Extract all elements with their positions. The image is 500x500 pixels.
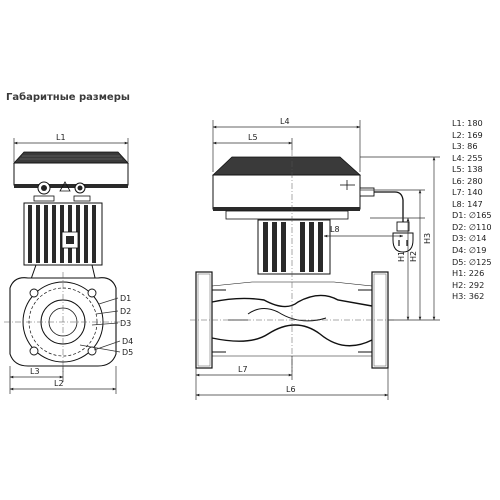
warning-triangle-icon bbox=[59, 181, 71, 192]
dim-label-l7: L7 bbox=[238, 365, 248, 374]
controller-box-front bbox=[211, 156, 362, 220]
spec-h2: H2: 292 bbox=[452, 279, 485, 290]
dim-label-l1: L1 bbox=[56, 133, 66, 142]
dim-label-d3: D3 bbox=[120, 319, 131, 328]
cable-gland-icon bbox=[74, 182, 86, 194]
spec-h3: H3: 362 bbox=[452, 291, 485, 302]
spec-l7: L7: 140 bbox=[452, 187, 483, 198]
spec-l2: L2: 169 bbox=[452, 129, 483, 140]
spec-h1: H1: 226 bbox=[452, 268, 485, 279]
dimension-spec-list: L1: 180 L2: 169 L3: 86 L4: 255 L5: 138 L… bbox=[452, 118, 492, 303]
dim-label-d5: D5 bbox=[122, 348, 133, 357]
spec-d2: D2: ∅110 bbox=[452, 221, 492, 232]
controller-box bbox=[13, 151, 129, 202]
spec-l1: L1: 180 bbox=[452, 118, 483, 128]
spec-d5: D5: ∅125 bbox=[452, 256, 492, 267]
spec-d3: D3: ∅14 bbox=[452, 233, 487, 244]
dim-label-h1: H1 bbox=[397, 251, 406, 262]
spec-l8: L8: 147 bbox=[452, 198, 483, 209]
dim-label-d2: D2 bbox=[120, 307, 131, 316]
dim-label-h3: H3 bbox=[423, 233, 432, 244]
power-cable bbox=[359, 187, 414, 253]
bolt-hole-icon bbox=[87, 288, 97, 298]
bolt-hole-icon bbox=[29, 346, 39, 356]
dim-label-l8: L8 bbox=[330, 225, 340, 234]
drawing-title: Габаритные размеры bbox=[6, 92, 130, 103]
dim-label-l3: L3 bbox=[30, 367, 40, 376]
dim-label-l6: L6 bbox=[286, 385, 296, 394]
motor-cooling-fins-front bbox=[257, 219, 331, 275]
spec-l4: L4: 255 bbox=[452, 152, 483, 163]
spec-l5: L5: 138 bbox=[452, 164, 483, 175]
cable-gland-icon bbox=[37, 181, 51, 195]
spec-d1: D1: ∅165 bbox=[452, 210, 492, 221]
dim-label-h2: H2 bbox=[409, 251, 418, 262]
dim-label-d4: D4 bbox=[122, 337, 133, 346]
dim-label-l4: L4 bbox=[280, 117, 290, 126]
dim-label-l2: L2 bbox=[54, 379, 64, 388]
dim-label-l5: L5 bbox=[248, 133, 258, 142]
dim-label-d1: D1 bbox=[120, 294, 131, 303]
spec-l3: L3: 86 bbox=[452, 141, 478, 152]
motor-cooling-fins bbox=[23, 202, 103, 266]
bolt-hole-icon bbox=[29, 288, 39, 298]
spec-d4: D4: ∅19 bbox=[452, 245, 487, 256]
pump-flange bbox=[4, 272, 122, 372]
pump-front-view: L4 L5 L8 L7 L6 H1 H2 H3 bbox=[190, 117, 440, 400]
spec-l6: L6: 280 bbox=[452, 175, 483, 186]
bolt-hole-icon bbox=[87, 346, 97, 356]
pump-side-view: L1 L3 L2 D1 D2 D3 D4 D5 bbox=[4, 133, 133, 394]
